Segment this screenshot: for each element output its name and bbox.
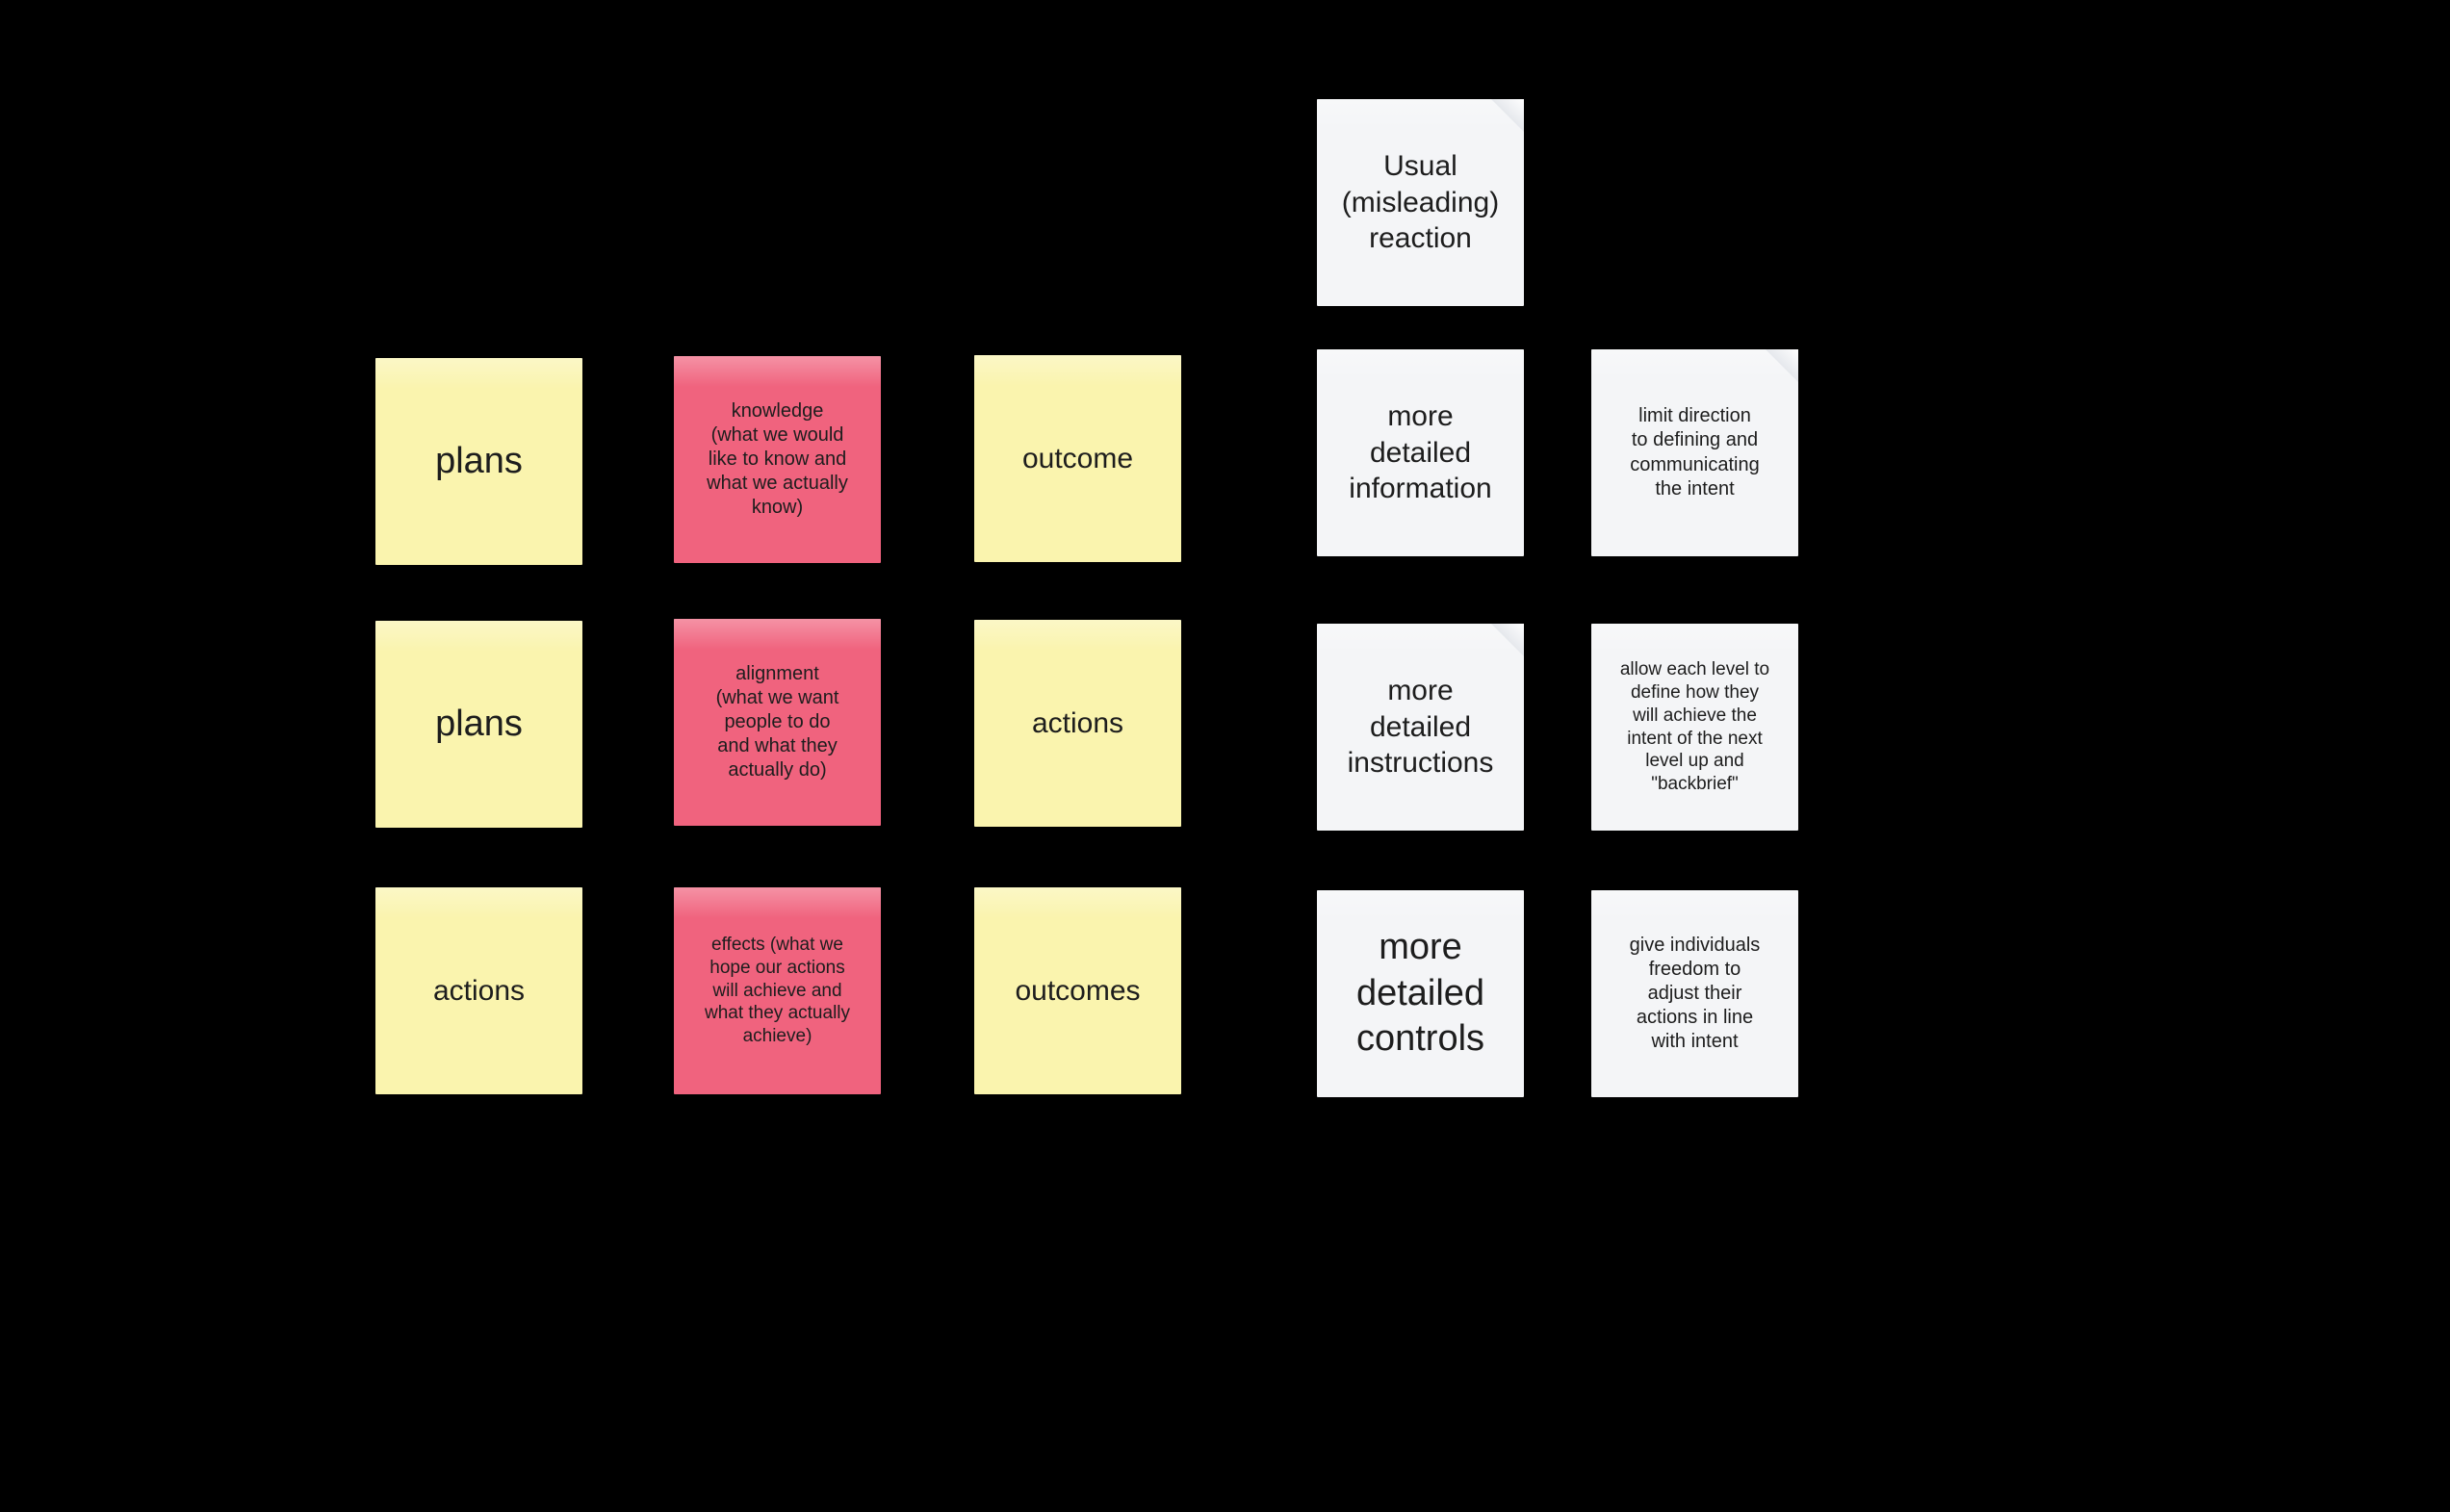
sticky-note-shadow xyxy=(1323,1078,1532,1122)
folded-corner-icon xyxy=(1766,349,1798,382)
sticky-note-label: outcomes xyxy=(1015,974,1141,1007)
sticky-note-sheen xyxy=(674,887,881,918)
sticky-note-shadow xyxy=(1597,1078,1806,1122)
sticky-note-label: more detailed controls xyxy=(1355,926,1485,1060)
sticky-note-label: knowledge (what we would like to know an… xyxy=(707,399,848,519)
sticky-note-shadow xyxy=(381,546,590,590)
sticky-note-sheen xyxy=(1317,99,1524,130)
sticky-note-knowledge[interactable]: knowledge (what we would like to know an… xyxy=(674,356,889,588)
sticky-note-sheen xyxy=(674,619,881,650)
sticky-note-sheen xyxy=(974,887,1181,918)
sticky-note-sheen xyxy=(375,887,582,918)
sticky-note-label: more detailed information xyxy=(1349,399,1492,505)
sticky-note-sheen xyxy=(1317,890,1524,921)
sticky-note-shadow xyxy=(680,807,889,851)
sticky-note-sheen xyxy=(1591,890,1798,921)
sticky-note-sheen xyxy=(1591,349,1798,380)
sticky-note-more-detailed-controls[interactable]: more detailed controls xyxy=(1317,890,1532,1122)
sticky-note-shadow xyxy=(1323,811,1532,856)
sticky-note-label: actions xyxy=(1031,706,1124,739)
folded-corner-icon xyxy=(1491,624,1524,656)
sticky-note-allow-each-level[interactable]: allow each level to define how they will… xyxy=(1591,624,1806,856)
sticky-note-label: plans xyxy=(435,440,523,481)
sticky-note-usual-misleading-reaction[interactable]: Usual (misleading) reaction xyxy=(1317,99,1532,331)
sticky-note-give-individuals-freedom[interactable]: give individuals freedom to adjust their… xyxy=(1591,890,1806,1122)
sticky-note-shadow xyxy=(980,543,1189,587)
sticky-note-label: Usual (misleading) reaction xyxy=(1341,149,1500,255)
sticky-note-label: plans xyxy=(435,703,523,744)
sticky-note-sheen xyxy=(1317,624,1524,654)
sticky-note-shadow xyxy=(680,1075,889,1119)
sticky-note-shadow xyxy=(980,1075,1189,1119)
sticky-note-label: effects (what we hope our actions will a… xyxy=(704,934,851,1047)
sticky-note-shadow xyxy=(1597,811,1806,856)
sticky-note-plans-2[interactable]: plans xyxy=(375,621,590,853)
sticky-note-label: give individuals freedom to adjust their… xyxy=(1629,934,1761,1053)
sticky-note-outcome[interactable]: outcome xyxy=(974,355,1189,587)
sticky-note-sheen xyxy=(674,356,881,387)
sticky-note-shadow xyxy=(1597,537,1806,581)
sticky-note-label: allow each level to define how they will… xyxy=(1619,658,1770,795)
sticky-note-effects[interactable]: effects (what we hope our actions will a… xyxy=(674,887,889,1119)
sticky-note-more-detailed-information[interactable]: more detailed information xyxy=(1317,349,1532,581)
sticky-note-alignment[interactable]: alignment (what we want people to do and… xyxy=(674,619,889,851)
folded-corner-icon xyxy=(1491,99,1524,132)
sticky-note-actions-middle[interactable]: actions xyxy=(974,620,1189,852)
sticky-note-sheen xyxy=(375,621,582,652)
sticky-note-sheen xyxy=(974,355,1181,386)
sticky-note-label: outcome xyxy=(1021,442,1134,474)
sticky-note-shadow xyxy=(381,1075,590,1119)
sticky-note-sheen xyxy=(1317,349,1524,380)
sticky-note-shadow xyxy=(980,807,1189,852)
sticky-note-plans-1[interactable]: plans xyxy=(375,358,590,590)
sticky-note-limit-direction[interactable]: limit direction to defining and communic… xyxy=(1591,349,1806,581)
sticky-note-shadow xyxy=(1323,537,1532,581)
sticky-note-shadow xyxy=(680,544,889,588)
sticky-note-more-detailed-instructions[interactable]: more detailed instructions xyxy=(1317,624,1532,856)
sticky-note-sheen xyxy=(1591,624,1798,654)
sticky-note-sheen xyxy=(375,358,582,389)
sticky-note-label: limit direction to defining and communic… xyxy=(1630,405,1760,500)
sticky-note-label: alignment (what we want people to do and… xyxy=(715,662,839,782)
sticky-note-actions-left[interactable]: actions xyxy=(375,887,590,1119)
sticky-note-label: actions xyxy=(432,974,526,1007)
sticky-note-outcomes[interactable]: outcomes xyxy=(974,887,1189,1119)
sticky-note-sheen xyxy=(974,620,1181,651)
sticky-note-shadow xyxy=(381,808,590,853)
sticky-note-shadow xyxy=(1323,287,1532,331)
sticky-note-label: more detailed instructions xyxy=(1347,674,1494,780)
